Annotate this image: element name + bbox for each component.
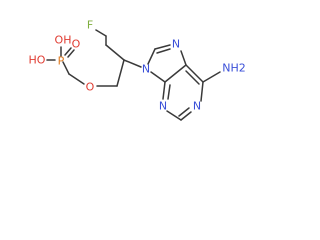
bond-c2-c3 [105, 44, 125, 61]
molecule-structure-diagram: F OH HO P O O N N N N NH2 [29, 19, 246, 121]
atom-amino: NH2 [222, 62, 246, 75]
atom-n1: N [193, 100, 201, 113]
bond-c8-n7-b [156, 48, 171, 54]
bond-c3-n9 [123, 59, 142, 68]
bond-c6-n1 [200, 81, 204, 102]
bond-ch2-p [62, 61, 70, 75]
bond-n3-c4-b [167, 84, 171, 100]
bond-c4-n9 [150, 71, 166, 83]
bond-n1-c2-a [180, 111, 192, 121]
bond-n9-c8 [147, 48, 156, 65]
bond-c2-n3 [166, 110, 182, 121]
bond-layer [46, 29, 221, 121]
bond-p-o-double-b [67, 49, 75, 58]
atom-ether-oxygen: O [86, 81, 95, 94]
bond-n1-c2-b [178, 107, 190, 117]
atom-fluorine: F [87, 19, 93, 32]
bond-c8-n7-a [154, 44, 171, 50]
bond-n7-c5 [180, 50, 187, 66]
bond-o-ch2 [68, 73, 85, 85]
atom-label-layer: F OH HO P O O N N N N NH2 [29, 19, 246, 113]
bond-c6-nh2 [202, 71, 221, 83]
atom-phosphoryl-oxygen: O [72, 38, 81, 51]
bond-c5-c6-a [185, 64, 204, 83]
bond-f-c1 [95, 29, 107, 37]
bond-n3-c4-a [162, 81, 166, 100]
atom-n7: N [172, 38, 180, 51]
atom-phosphorus: P [58, 55, 65, 68]
bond-c3-c4 [116, 59, 125, 87]
atom-phosphonic-oh-top: OH [55, 34, 72, 47]
atom-phosphonic-oh-left: HO [29, 54, 46, 67]
bond-c5-c4 [164, 64, 187, 83]
bond-c5-c6-b [185, 70, 200, 85]
atom-n3: N [159, 100, 167, 113]
atom-n9: N [142, 63, 150, 76]
bond-p-o-double-a [64, 47, 72, 56]
